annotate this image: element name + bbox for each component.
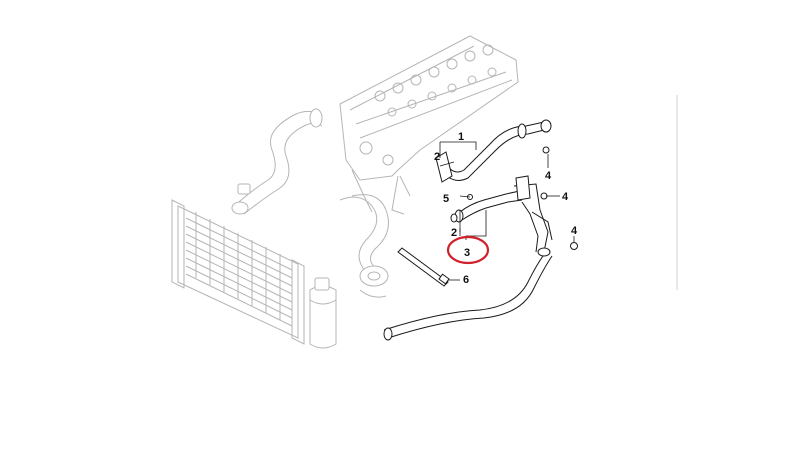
expansion-tank <box>309 277 337 349</box>
coolant-pipe-upper <box>435 119 552 183</box>
part-label-1: 1 <box>458 131 464 143</box>
coolant-pipe-lower <box>454 175 553 257</box>
part-label-5: 5 <box>443 193 449 205</box>
lower-radiator-hose <box>339 194 389 298</box>
o-ring-lower <box>450 213 458 223</box>
cable-tie <box>397 247 450 287</box>
part-label-3: 3 <box>464 247 470 259</box>
upper-radiator-hose <box>231 108 323 215</box>
leader-lines <box>439 141 575 281</box>
bolts <box>450 146 578 250</box>
part-label-4-upper: 4 <box>545 170 552 182</box>
bolt-upper <box>542 146 550 154</box>
part-label-4-middle: 4 <box>562 191 569 203</box>
bolt-lower <box>570 242 578 250</box>
lower-coolant-hose <box>383 251 553 341</box>
radiator <box>171 199 305 345</box>
part-label-4-lower: 4 <box>571 225 578 237</box>
part-label-2-upper: 2 <box>434 151 440 163</box>
part-label-6: 6 <box>463 274 469 286</box>
engine-head <box>339 35 519 215</box>
highlight-circle <box>446 235 490 265</box>
part-label-2-lower: 2 <box>451 227 457 239</box>
